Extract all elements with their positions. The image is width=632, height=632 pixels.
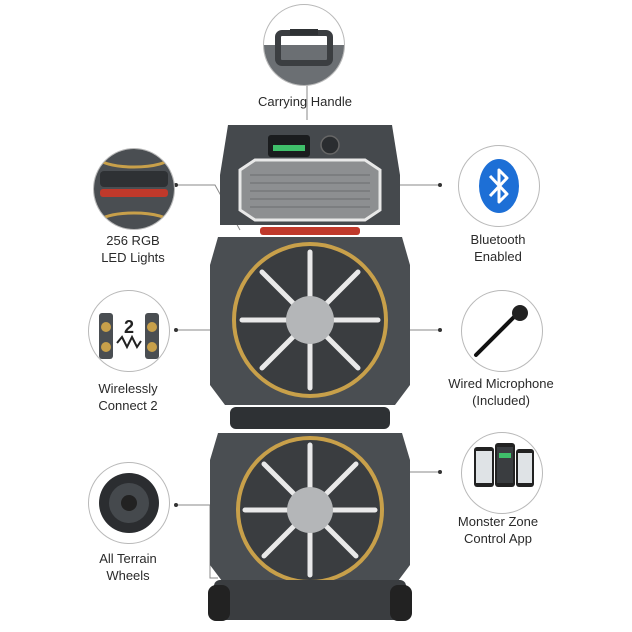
bluetooth-icon [479, 159, 519, 213]
led-lights-icon [94, 149, 174, 229]
microphone-feature-circle [461, 290, 543, 372]
wireless-feature-circle: 2 [88, 290, 170, 372]
microphone-label: Wired Microphone (Included) [448, 376, 554, 408]
wireless-badge-number: 2 [124, 317, 134, 337]
wireless-label: Wirelessly Connect 2 [98, 381, 158, 413]
wheels-label: All Terrain Wheels [99, 551, 157, 583]
bluetooth-label: Bluetooth Enabled [470, 232, 526, 264]
wheel-icon [99, 473, 159, 533]
speaker-illustration [208, 125, 412, 621]
led-label: 256 RGB LED Lights [101, 233, 165, 265]
handle-feature-circle [263, 4, 345, 86]
app-feature-circle [461, 432, 543, 514]
handle-label: Carrying Handle [258, 94, 352, 109]
app-label: Monster Zone Control App [457, 514, 539, 546]
wireless-connect-icon: 2 [99, 313, 159, 359]
led-feature-circle [93, 148, 175, 230]
bluetooth-feature-circle [458, 145, 540, 227]
microphone-icon [463, 305, 528, 371]
phone-app-icon [474, 443, 534, 487]
wheel-feature-circle [88, 462, 170, 544]
handle-icon [264, 29, 344, 85]
